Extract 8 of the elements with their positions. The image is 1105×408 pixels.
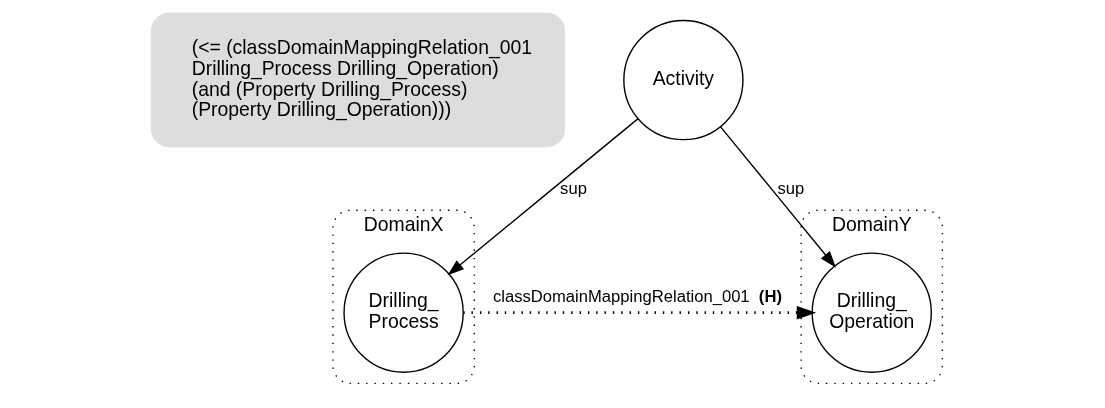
arrow <box>719 126 836 268</box>
node-box: (<= (classDomainMappingRelation_001 Drilling_Process Drilling_Operation) (and (Property Drilling_Process) (Property Drilling_Operation))) <box>150 12 565 148</box>
edge-label: sup <box>777 179 805 199</box>
arrow <box>447 118 639 276</box>
node-circle: Activity <box>623 19 744 141</box>
edge-label: classDomainMappingRelation_001 (H) <box>492 287 782 307</box>
edge-label: sup <box>560 179 587 199</box>
arrow <box>463 305 817 320</box>
